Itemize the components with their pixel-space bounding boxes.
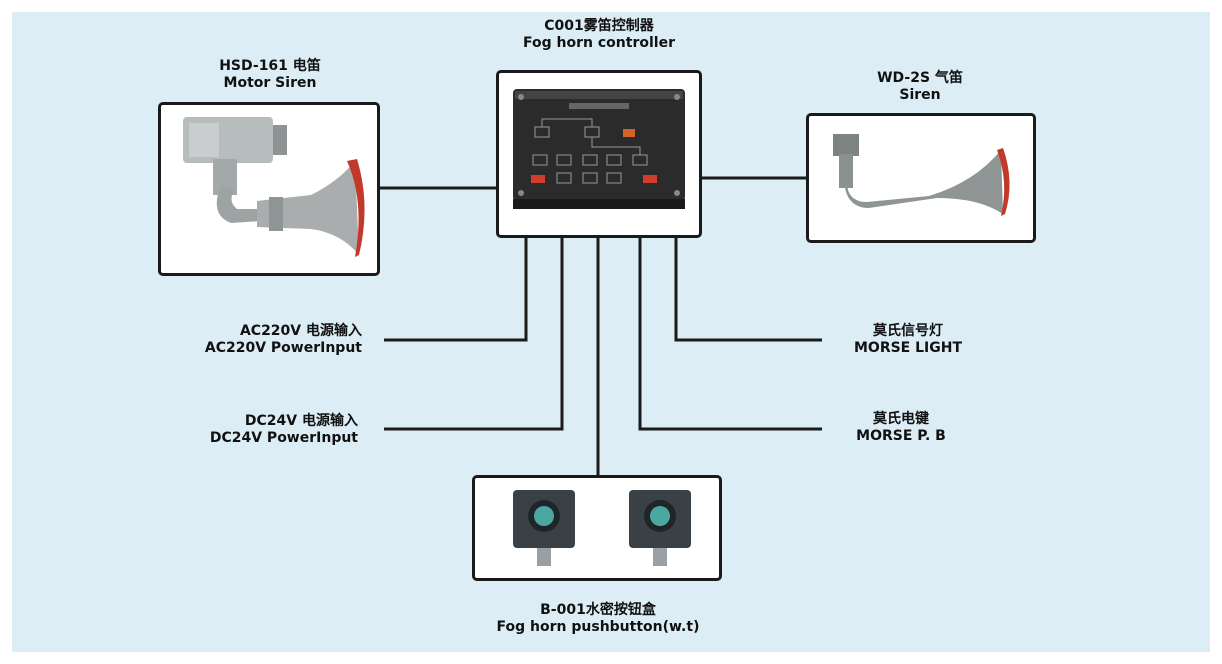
air-siren-label: WD-2S 气笛 Siren: [820, 70, 1020, 104]
morse-light-label: 莫氏信号灯 MORSE LIGHT: [822, 323, 994, 357]
motor-siren-label: HSD-161 电笛 Motor Siren: [160, 58, 380, 92]
ac-power-title-en: AC220V PowerInput: [204, 340, 362, 356]
motor-siren-title-en: Motor Siren: [223, 75, 317, 91]
motor-siren-image: [183, 117, 365, 257]
ac-power-label: AC220V 电源输入 AC220V PowerInput: [130, 323, 362, 357]
pushbutton-title-en: Fog horn pushbutton(w.t): [496, 619, 700, 635]
line-morse-key: [638, 236, 822, 431]
air-siren-title-en: Siren: [899, 87, 941, 103]
pushbutton-label: B-001水密按钮盒 Fog horn pushbutton(w.t): [452, 602, 744, 636]
dc-power-title-cn: DC24V 电源输入: [244, 413, 358, 429]
morse-key-title-cn: 莫氏电键: [873, 411, 929, 427]
line-morse-light: [674, 236, 822, 342]
pushbutton-image: [513, 490, 691, 566]
controller-title-cn: C001雾笛控制器: [544, 18, 654, 34]
line-ac-power: [384, 236, 528, 342]
controller-box: [496, 70, 702, 238]
dc-power-label: DC24V 电源输入 DC24V PowerInput: [130, 413, 358, 447]
motor-siren-box: [158, 102, 380, 276]
morse-light-title-cn: 莫氏信号灯: [873, 323, 943, 339]
controller-title-en: Fog horn controller: [523, 35, 675, 51]
pushbutton-title-cn: B-001水密按钮盒: [540, 602, 656, 618]
morse-key-label: 莫氏电键 MORSE P. B: [822, 411, 980, 445]
controller-image: [513, 89, 685, 209]
pushbutton-unit-right: [629, 490, 691, 566]
line-dc-power: [384, 236, 564, 431]
motor-siren-title-cn: HSD-161 电笛: [219, 58, 321, 74]
pushbutton-unit-left: [513, 490, 575, 566]
pushbutton-box: [472, 475, 722, 581]
morse-light-title-en: MORSE LIGHT: [853, 340, 963, 356]
air-siren-image: [833, 134, 1010, 216]
dc-power-title-en: DC24V PowerInput: [209, 430, 358, 446]
morse-key-title-en: MORSE P. B: [856, 428, 946, 444]
ac-power-title-cn: AC220V 电源输入: [239, 323, 362, 339]
air-siren-title-cn: WD-2S 气笛: [877, 70, 963, 86]
air-siren-box: [806, 113, 1036, 243]
controller-label: C001雾笛控制器 Fog horn controller: [458, 18, 740, 52]
